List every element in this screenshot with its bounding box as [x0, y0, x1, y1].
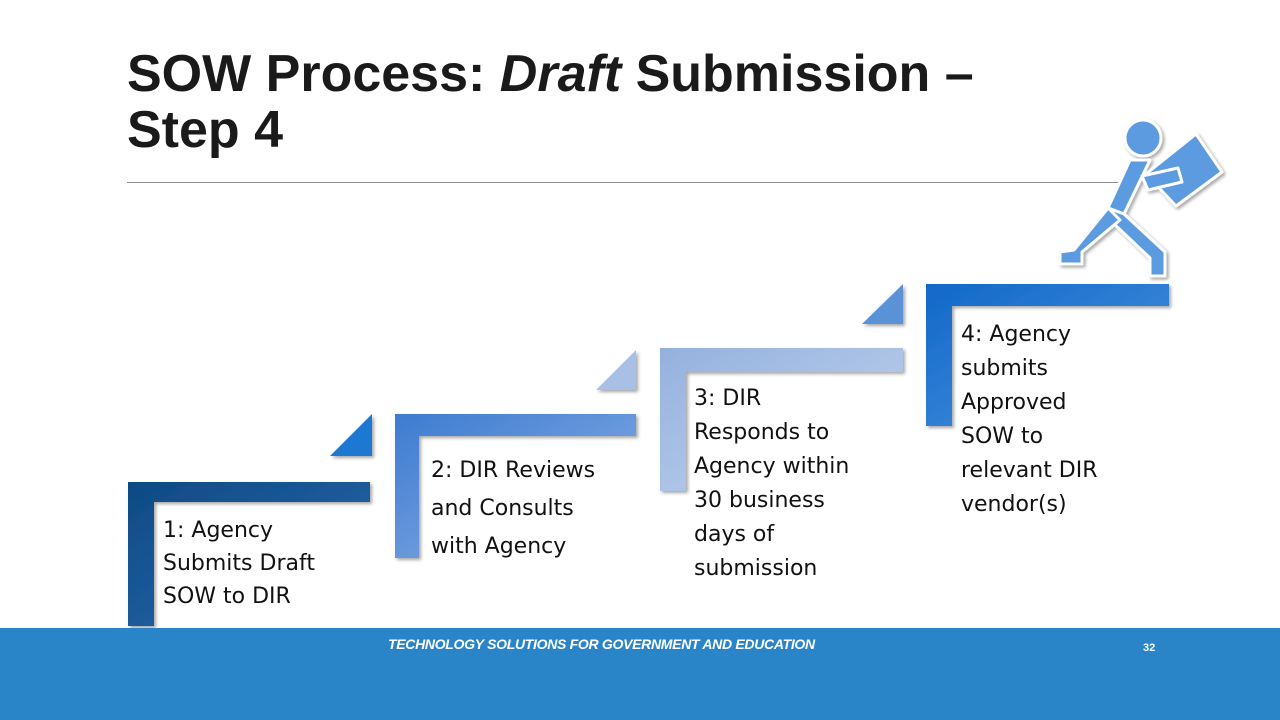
slide-title: SOW Process: Draft Submission – Step 4: [127, 46, 1187, 158]
page-number: 32: [1143, 642, 1156, 654]
step-1-line: 1: Agency: [163, 518, 274, 543]
step-4-line: Approved: [961, 390, 1067, 415]
step-3-line: submission: [694, 556, 818, 581]
step-3-line: 3: DIR: [694, 386, 762, 411]
step-4-shape: [926, 284, 1169, 426]
footer-tagline: TECHNOLOGY SOLUTIONS FOR GOVERNMENT AND …: [388, 636, 815, 652]
step-4-line: vendor(s): [961, 492, 1067, 517]
title-italic: Draft: [499, 45, 622, 103]
step-3-line: Responds to: [694, 420, 830, 445]
step-3-shape: [660, 284, 903, 491]
step-3-line: days of: [694, 522, 775, 547]
staircase-diagram: [128, 118, 1224, 626]
title-part2: Submission –: [621, 45, 974, 103]
step-4-line: 4: Agency: [961, 322, 1072, 347]
footer-bar: [0, 628, 1280, 720]
step-4-line: SOW to: [961, 424, 1044, 449]
step-2-line: 2: DIR Reviews: [431, 458, 596, 483]
title-line2: Step 4: [127, 101, 284, 159]
step-1-line: SOW to DIR: [163, 584, 291, 609]
title-divider: [127, 182, 1127, 183]
step-2-line: with Agency: [431, 534, 567, 559]
step-2-label: 2: DIR Reviews and Consults with Agency: [431, 452, 595, 566]
step-3-label: 3: DIR Responds to Agency within 30 busines…: [694, 382, 849, 586]
step-4-line: relevant DIR: [961, 458, 1098, 483]
step-1-line: Submits Draft: [163, 551, 315, 576]
step-3-line: 30 business: [694, 488, 825, 513]
person-carrying-box-icon: [1058, 118, 1224, 278]
title-part1: SOW Process:: [127, 45, 500, 103]
step-1-shape: [128, 414, 372, 626]
step-3-line: Agency within: [694, 454, 850, 479]
step-4-line: submits: [961, 356, 1049, 381]
step-2-shape: [395, 350, 636, 558]
step-2-line: and Consults: [431, 496, 574, 521]
